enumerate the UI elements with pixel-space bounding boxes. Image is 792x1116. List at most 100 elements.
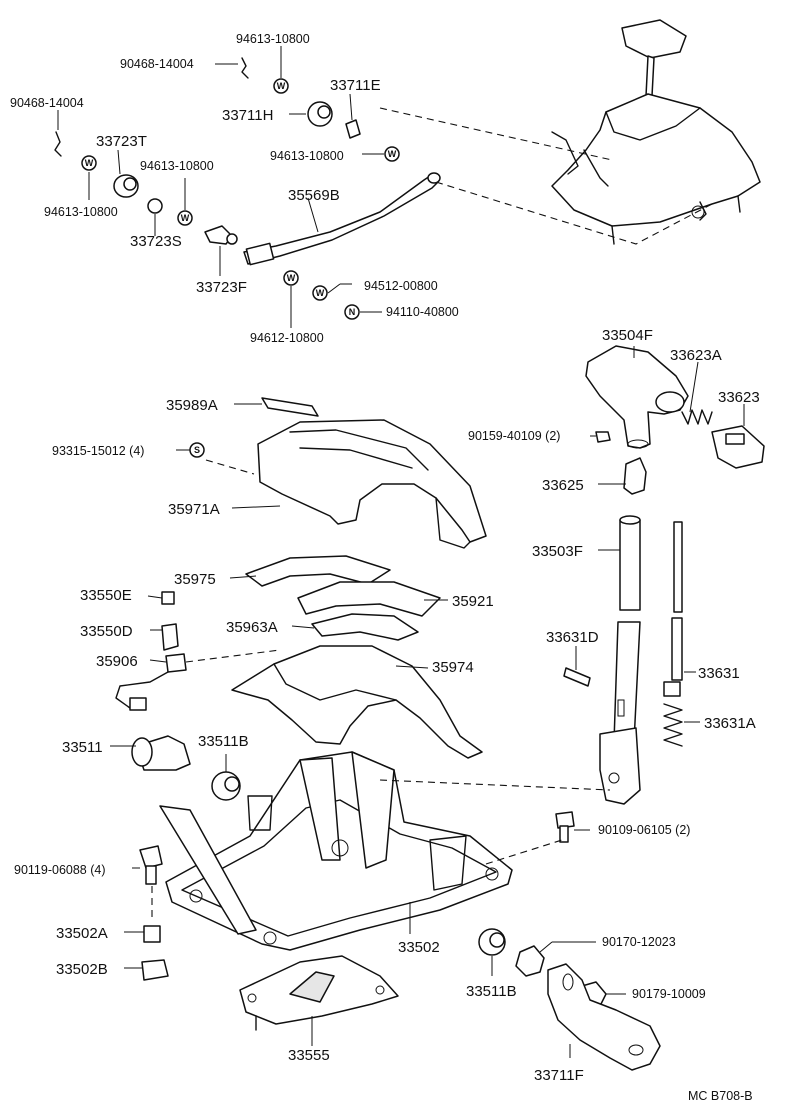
part-label: 94110-40800 bbox=[386, 305, 459, 319]
part-label: 94613-10800 bbox=[140, 159, 214, 173]
leader-dashed bbox=[205, 459, 255, 475]
part-label: 33502 bbox=[398, 939, 440, 956]
part-label: 94512-00800 bbox=[364, 279, 438, 293]
pin-33723F-drawing bbox=[204, 225, 238, 245]
part-label: 33504F bbox=[602, 327, 653, 344]
part-label: 33723F bbox=[196, 279, 247, 296]
part-label: 33623 bbox=[718, 389, 760, 406]
part-label: 90109-06105 (2) bbox=[598, 823, 690, 837]
button-33623-drawing bbox=[711, 425, 765, 469]
bushing-33511B-drawing bbox=[211, 771, 241, 801]
svg-text:N: N bbox=[349, 307, 356, 317]
nut-icon: N bbox=[344, 304, 360, 320]
part-label: 94613-10800 bbox=[270, 149, 344, 163]
bushing-33711E-drawing bbox=[345, 119, 361, 139]
part-label: 35971A bbox=[168, 501, 220, 518]
rod-35569B-drawing bbox=[243, 172, 441, 266]
svg-text:W: W bbox=[287, 273, 296, 283]
part-label: 90170-12023 bbox=[602, 935, 676, 949]
washer-icon: W bbox=[312, 285, 328, 301]
part-label: 90159-40109 (2) bbox=[468, 429, 560, 443]
part-label: 94613-10800 bbox=[44, 205, 118, 219]
plate-35921-drawing bbox=[297, 581, 441, 617]
cap-33625-drawing bbox=[623, 457, 647, 495]
svg-text:W: W bbox=[388, 149, 397, 159]
pin-33631D-drawing bbox=[563, 667, 591, 687]
bushing-33711H-drawing bbox=[307, 101, 333, 127]
leader-dashed bbox=[485, 839, 563, 865]
plate-35963A-drawing bbox=[311, 613, 419, 641]
part-label: 33511B bbox=[466, 983, 517, 1000]
bushing-33723T-drawing bbox=[113, 174, 139, 198]
part-label: 33550E bbox=[80, 587, 132, 604]
leader-dashed bbox=[185, 649, 281, 663]
collar-33511-drawing bbox=[131, 735, 191, 771]
svg-text:W: W bbox=[277, 81, 286, 91]
screw-90159-drawing bbox=[595, 431, 611, 443]
spring-33623A-drawing bbox=[681, 409, 713, 425]
part-label: 93315-15012 (4) bbox=[52, 444, 144, 458]
part-label: 33511B bbox=[198, 733, 249, 750]
nut-90170-drawing bbox=[515, 945, 545, 977]
part-label: 33503F bbox=[532, 543, 583, 560]
housing-35974-drawing bbox=[231, 645, 483, 759]
housing-35971A-drawing bbox=[257, 419, 487, 549]
socket-35906-drawing bbox=[115, 653, 187, 711]
washer-icon: W bbox=[81, 155, 97, 171]
part-label: 90468-14004 bbox=[120, 57, 194, 71]
part-label: 94612-10800 bbox=[250, 331, 324, 345]
part-label: 33631 bbox=[698, 665, 740, 682]
shift-lever-housing-drawing bbox=[551, 19, 761, 245]
part-label: 35569B bbox=[288, 187, 340, 204]
part-label: 35975 bbox=[174, 571, 216, 588]
part-label: 33631D bbox=[546, 629, 599, 646]
bushing-33511B-drawing bbox=[478, 928, 506, 956]
part-label: 33723T bbox=[96, 133, 147, 150]
svg-text:W: W bbox=[316, 288, 325, 298]
part-label: 33631A bbox=[704, 715, 756, 732]
part-label: 35989A bbox=[166, 397, 218, 414]
bulb-33550D-drawing bbox=[161, 623, 179, 651]
part-label: 90468-14004 bbox=[10, 96, 84, 110]
clip-90468-drawing bbox=[54, 57, 249, 157]
bracket-33555-drawing bbox=[239, 955, 399, 1031]
base-33502-drawing bbox=[159, 751, 513, 951]
leader-dashed bbox=[379, 107, 613, 161]
part-label: 33550D bbox=[80, 623, 133, 640]
part-label: 33502A bbox=[56, 925, 108, 942]
washer-icon: W bbox=[283, 270, 299, 286]
washer-icon: W bbox=[273, 78, 289, 94]
part-label: 33711F bbox=[534, 1067, 584, 1084]
svg-text:S: S bbox=[194, 445, 200, 455]
leader-lines bbox=[57, 46, 745, 1058]
part-label: 90179-10009 bbox=[632, 987, 706, 1001]
leader-dashed bbox=[379, 779, 611, 791]
washer-icon: W bbox=[177, 210, 193, 226]
collar-33502A-drawing bbox=[143, 925, 161, 943]
part-labels: 94613-10800 90468-14004 90468-14004 3371… bbox=[10, 32, 760, 1084]
svg-text:W: W bbox=[85, 158, 94, 168]
rod-33631-drawing bbox=[663, 521, 683, 747]
leader-dashed bbox=[435, 181, 713, 245]
bolt-90119-drawing bbox=[139, 845, 163, 885]
part-label: 35906 bbox=[96, 653, 138, 670]
svg-text:W: W bbox=[181, 213, 190, 223]
bushing-33723S-drawing bbox=[147, 198, 163, 214]
part-label: 33511 bbox=[62, 739, 103, 756]
screw-icon: S bbox=[189, 442, 205, 458]
bulb-33550E-drawing bbox=[161, 591, 175, 605]
part-label: 33711H bbox=[222, 107, 273, 124]
cover-35989A-drawing bbox=[261, 397, 319, 417]
part-label: 33723S bbox=[130, 233, 182, 250]
cushion-33502B-drawing bbox=[141, 959, 169, 981]
part-label: 35963A bbox=[226, 619, 278, 636]
bolt-90109-drawing bbox=[555, 811, 575, 843]
part-label: 33711E bbox=[330, 77, 381, 94]
part-label: 90119-06088 (4) bbox=[14, 863, 106, 877]
part-label: 35921 bbox=[452, 593, 494, 610]
knob-33504F-drawing bbox=[585, 345, 689, 449]
part-label: 33502B bbox=[56, 961, 108, 978]
washer-icon: W bbox=[384, 146, 400, 162]
